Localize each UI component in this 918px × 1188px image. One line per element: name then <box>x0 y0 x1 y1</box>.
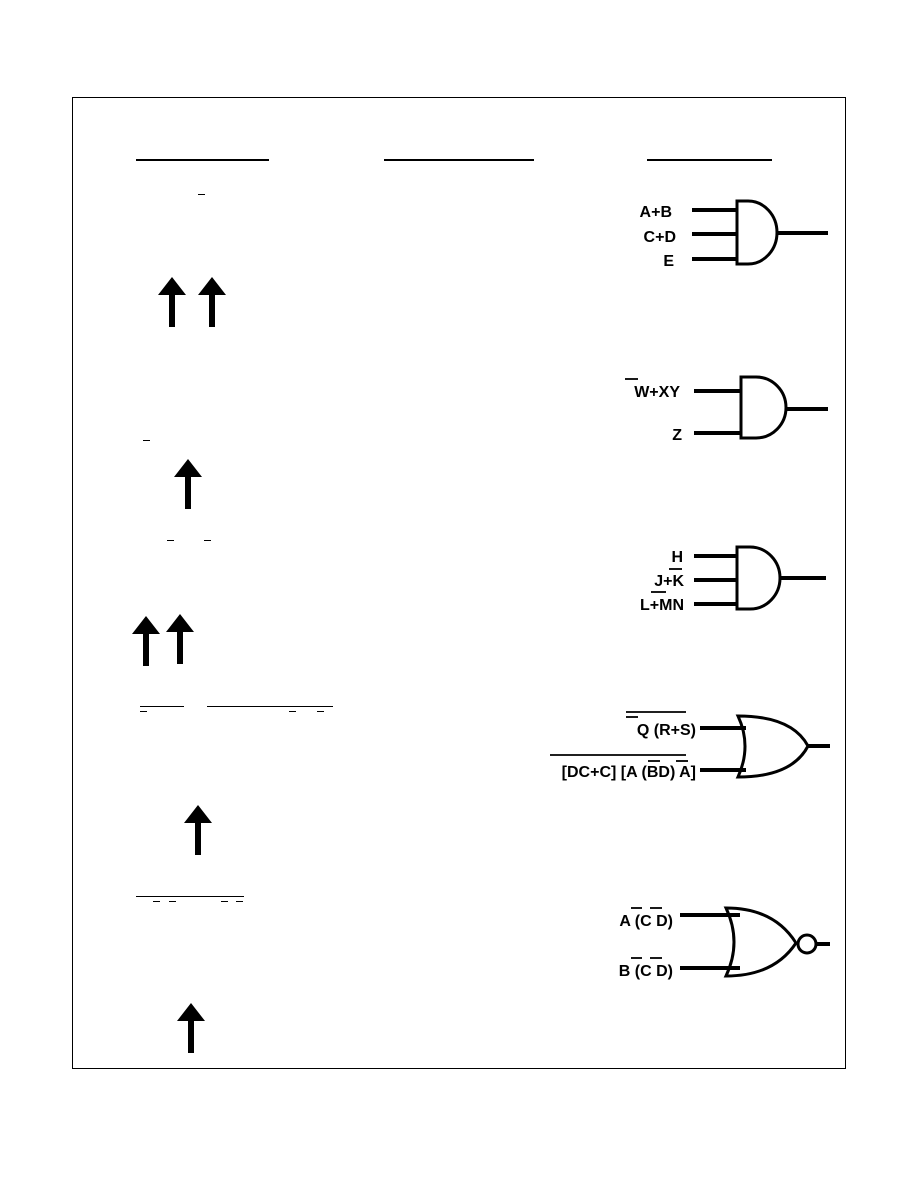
overbar-mark <box>140 706 184 707</box>
gate-3-input-1-label: H <box>671 549 683 566</box>
gate-4-input-2-label: [DC+C] [A (BD) A] <box>562 764 696 781</box>
overbar-mark <box>236 901 243 902</box>
nor-gate-5 <box>680 906 830 978</box>
overbar-mark <box>221 901 228 902</box>
overbar-mark <box>169 901 176 902</box>
up-arrow-icon <box>166 614 194 664</box>
overbar-mark <box>136 896 244 897</box>
overbar-mark <box>143 440 150 441</box>
gate-5-input-1-label: A (C D) <box>619 913 673 930</box>
gate-1-input-2-label: C+D <box>644 229 676 246</box>
and-gate-1 <box>692 199 828 266</box>
overbar-mark <box>207 706 333 707</box>
column-header-rule-1 <box>136 159 269 161</box>
up-arrow-icon <box>158 277 186 327</box>
overbar-mark <box>167 540 174 541</box>
gate-2-input-1-label: W+XY <box>634 384 680 401</box>
up-arrow-icon <box>174 459 202 509</box>
gate-1-input-1-label: A+B <box>640 204 672 221</box>
column-header-rule-2 <box>384 159 534 161</box>
gate-3-input-3-label: L+MN <box>640 597 684 614</box>
gate-2-input-2-label: Z <box>672 427 682 444</box>
column-header-rule-3 <box>647 159 772 161</box>
up-arrow-icon <box>177 1003 205 1053</box>
overbar-mark <box>289 711 296 712</box>
overbar-mark <box>140 711 147 712</box>
overbar-mark <box>204 540 211 541</box>
overbar-mark <box>153 901 160 902</box>
gate-5-input-2-label: B (C D) <box>619 963 673 980</box>
gate-3-input-2-label: J+K <box>654 573 684 590</box>
overbar-mark <box>317 711 324 712</box>
gate-1-input-3-label: E <box>663 253 674 270</box>
or-gate-4 <box>700 714 830 779</box>
and-gate-3 <box>694 545 826 611</box>
gate-4-input-1-label: Q (R+S) <box>637 722 696 739</box>
overbar-mark <box>198 194 205 195</box>
worksheet-frame <box>72 97 846 1069</box>
up-arrow-icon <box>132 616 160 666</box>
and-gate-2 <box>694 375 828 440</box>
up-arrow-icon <box>198 277 226 327</box>
up-arrow-icon <box>184 805 212 855</box>
